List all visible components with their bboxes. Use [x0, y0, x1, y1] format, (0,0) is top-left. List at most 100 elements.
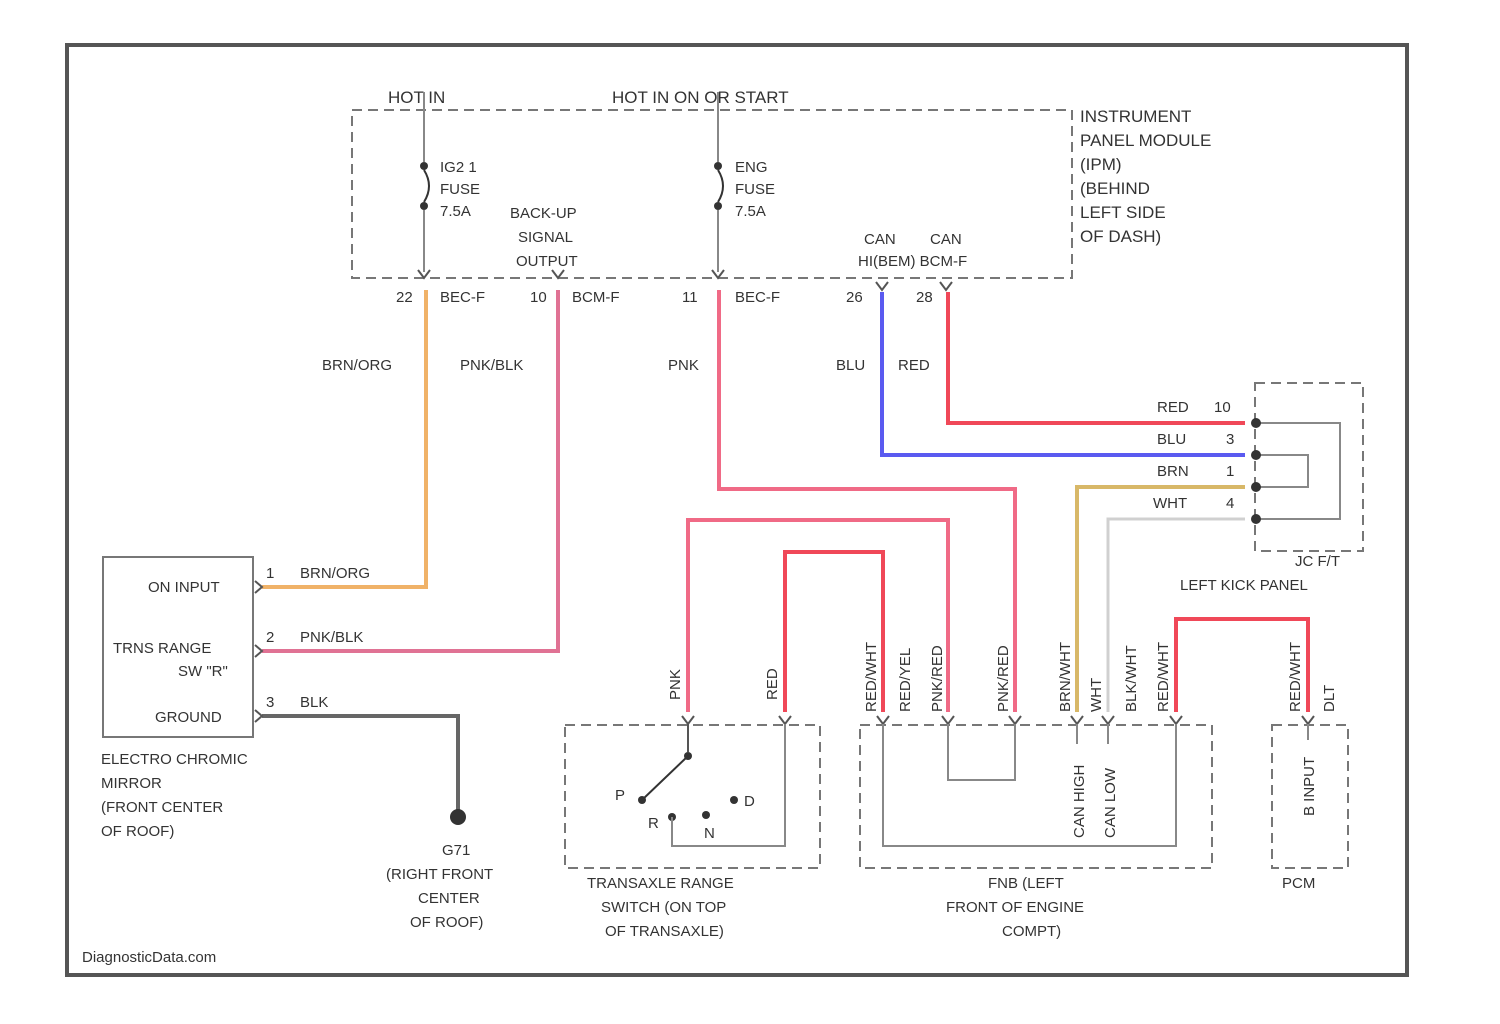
fuse1-line2: FUSE — [440, 181, 480, 198]
pin-11-conn: BEC-F — [735, 289, 780, 306]
mirror-wire-pnk-blk: PNK/BLK — [300, 629, 363, 646]
jc-pin-10: 10 — [1214, 399, 1231, 416]
mirror-pin-1: 1 — [266, 565, 274, 582]
pcm-pin-marker — [1302, 716, 1314, 724]
svg-text:(IPM): (IPM) — [1080, 155, 1122, 174]
svg-text:INSTRUMENT: INSTRUMENT — [1080, 107, 1191, 126]
jc-label-red: RED — [1157, 399, 1189, 416]
pin-11: 11 — [682, 289, 698, 306]
jc-pin-4: 4 — [1226, 495, 1234, 512]
fnb-pin-markers — [877, 716, 1182, 724]
ipm-pin-markers — [418, 270, 952, 290]
mirror-row-sw-r: SW "R" — [178, 663, 228, 680]
mirror-caption-3: (FRONT CENTER — [101, 799, 223, 816]
fnb-wire-label-4: PNK/RED — [995, 645, 1012, 712]
trs-wire-label-pnk: PNK — [667, 669, 684, 700]
jc-name: JC F/T — [1295, 553, 1340, 570]
wire-label-pnk-blk: PNK/BLK — [460, 357, 523, 374]
pcm-wire-label-2: DLT — [1321, 685, 1338, 712]
jc-label-wht: WHT — [1153, 495, 1187, 512]
fnb-internal-lines — [883, 724, 1176, 846]
fuse2-line2: FUSE — [735, 181, 775, 198]
jc-label-blu: BLU — [1157, 431, 1186, 448]
pin-28: 28 — [916, 289, 933, 306]
jc-pin-1: 1 — [1226, 463, 1234, 480]
trs-pos-n: N — [704, 825, 715, 842]
pin-10-conn: BCM-F — [572, 289, 620, 306]
svg-text:LEFT SIDE: LEFT SIDE — [1080, 203, 1166, 222]
wire-red-can — [948, 292, 1245, 423]
ipm-hot-in-on-label: HOT IN ON OR START — [612, 88, 789, 107]
trs-pin-markers — [682, 716, 791, 724]
fnb-wire-label-1: RED/WHT — [863, 642, 880, 712]
backup-line3: OUTPUT — [516, 253, 578, 270]
fuse1-line3: 7.5A — [440, 203, 471, 220]
ground-icon — [450, 809, 466, 825]
mirror-pin-markers — [255, 581, 262, 722]
svg-text:PNK: PNK — [667, 669, 684, 700]
mirror-pin-3: 3 — [266, 694, 274, 711]
svg-text:CAN LOW: CAN LOW — [1102, 767, 1119, 838]
svg-text:RED: RED — [764, 668, 781, 700]
jc-location: LEFT KICK PANEL — [1180, 577, 1308, 594]
wire-pnk-blk — [262, 290, 558, 651]
svg-text:B INPUT: B INPUT — [1301, 757, 1318, 816]
svg-text:RED/WHT: RED/WHT — [1287, 642, 1304, 712]
mirror-wire-brn-org: BRN/ORG — [300, 565, 370, 582]
can-label-1: CAN — [864, 231, 896, 248]
svg-text:CAN HIGH: CAN HIGH — [1071, 765, 1088, 838]
mirror-caption-1: ELECTRO CHROMIC — [101, 751, 248, 768]
can-label-2: CAN — [930, 231, 962, 248]
mirror-pin-2: 2 — [266, 629, 274, 646]
mirror-wire-blk: BLK — [300, 694, 328, 711]
fnb-caption-2: FRONT OF ENGINE — [946, 899, 1084, 916]
pin-22: 22 — [396, 289, 413, 306]
mirror-row-trns-range: TRNS RANGE — [113, 640, 211, 657]
trs-caption-1: TRANSAXLE RANGE — [587, 875, 734, 892]
fnb-wire-label-7: BLK/WHT — [1123, 645, 1140, 712]
trs-pos-d: D — [744, 793, 755, 810]
eng-fuse-icon — [714, 162, 723, 210]
fuse2-line3: 7.5A — [735, 203, 766, 220]
fnb-wire-label-6: WHT — [1088, 678, 1105, 712]
backup-line2: SIGNAL — [518, 229, 573, 246]
wire-blk-ground — [262, 716, 458, 810]
jc-pin-3: 3 — [1226, 431, 1234, 448]
fuse1-line1: IG2 1 — [440, 159, 477, 176]
wire-label-pnk: PNK — [668, 357, 699, 374]
ipm-hot-in-label: HOT IN — [388, 88, 445, 107]
svg-text:PNK/RED: PNK/RED — [929, 645, 946, 712]
fuse2-line1: ENG — [735, 159, 768, 176]
mirror-row-ground: GROUND — [155, 709, 222, 726]
svg-text:WHT: WHT — [1088, 678, 1105, 712]
svg-text:DLT: DLT — [1321, 685, 1338, 712]
fnb-inner-can-low: CAN LOW — [1102, 767, 1119, 838]
mirror-caption-2: MIRROR — [101, 775, 162, 792]
fnb-wire-label-8: RED/WHT — [1155, 642, 1172, 712]
backup-line1: BACK-UP — [510, 205, 577, 222]
fnb-wire-label-2: RED/YEL — [897, 648, 914, 712]
fnb-caption-1: FNB (LEFT — [988, 875, 1064, 892]
wire-label-red: RED — [898, 357, 930, 374]
fnb-caption-3: COMPT) — [1002, 923, 1061, 940]
pin-10: 10 — [530, 289, 547, 306]
pin-26: 26 — [846, 289, 863, 306]
ground-caption-1: (RIGHT FRONT — [386, 866, 493, 883]
wire-label-brn-org: BRN/ORG — [322, 357, 392, 374]
svg-text:OF DASH): OF DASH) — [1080, 227, 1161, 246]
fnb-wire-label-3: PNK/RED — [929, 645, 946, 712]
mirror-row-on-input: ON INPUT — [148, 579, 220, 596]
trs-caption-2: SWITCH (ON TOP — [601, 899, 726, 916]
ground-name: G71 — [442, 842, 470, 859]
ground-caption-3: OF ROOF) — [410, 914, 483, 931]
fnb-inner-can-high: CAN HIGH — [1071, 765, 1088, 838]
watermark: DiagnosticData.com — [82, 949, 216, 966]
svg-text:PANEL MODULE: PANEL MODULE — [1080, 131, 1211, 150]
jc-jumper-lines — [1258, 423, 1340, 519]
jc-label-brn: BRN — [1157, 463, 1189, 480]
trs-wire-label-red: RED — [764, 668, 781, 700]
pcm-wire-label-1: RED/WHT — [1287, 642, 1304, 712]
ipm-title: INSTRUMENT PANEL MODULE (IPM) (BEHIND LE… — [1080, 107, 1211, 246]
can-sub-label: HI(BEM) BCM-F — [858, 253, 967, 270]
